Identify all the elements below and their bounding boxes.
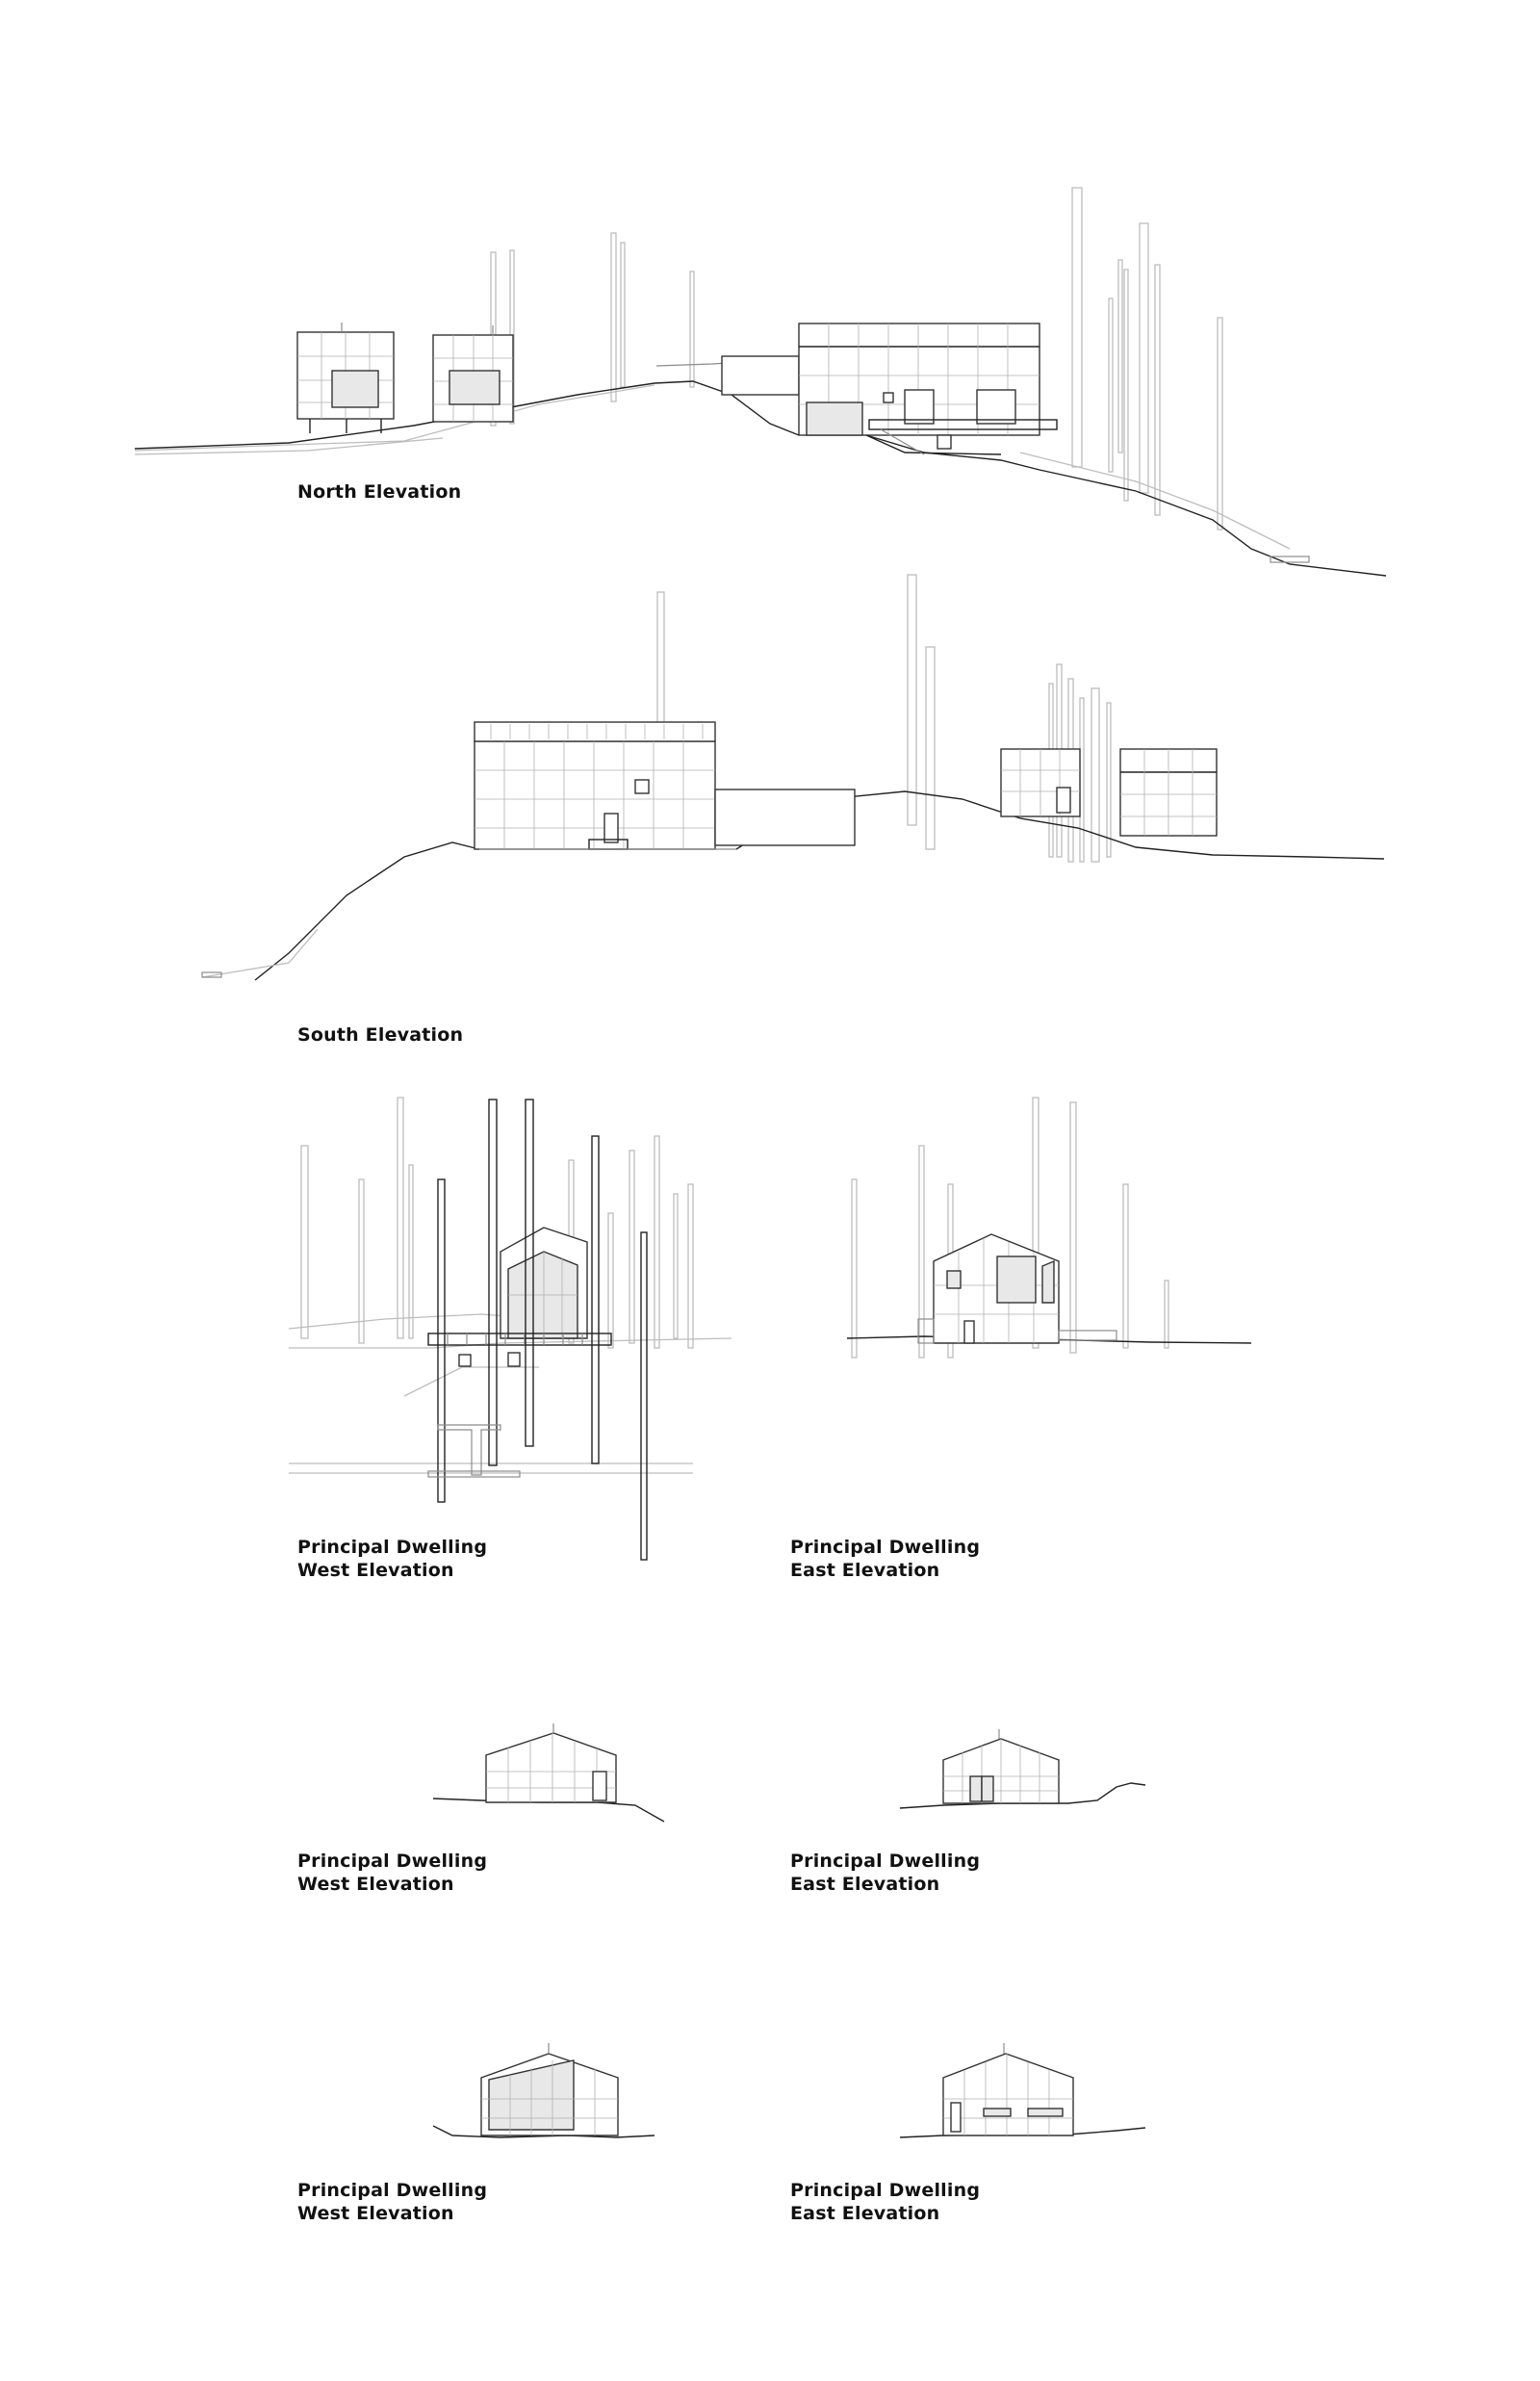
cabin-a-west-house: [485, 1723, 617, 1803]
cabin-b-east-svg: [899, 2043, 1146, 2138]
caption-line-1: Principal Dwelling: [790, 1537, 981, 1558]
caption-line-2: West Elevation: [297, 1560, 454, 1581]
caption-line-1: Principal Dwelling: [297, 2180, 488, 2201]
south-cabin-1: [1000, 748, 1081, 817]
cabin-b-west-elevation-drawing: [0, 2022, 732, 2176]
principal-west-elevation-drawing: [0, 1078, 732, 1561]
principal-east-elevation-drawing: [770, 1078, 1540, 1502]
caption-line-1: Principal Dwelling: [297, 1850, 488, 1872]
principal-west-house: [427, 1227, 612, 1367]
cabin-a-east-caption: Principal Dwelling East Elevation: [790, 1850, 980, 1896]
caption-line-2: West Elevation: [297, 2203, 454, 2224]
cabin-a-east-elevation-drawing: [770, 1695, 1540, 1849]
north-main-house: [655, 323, 1058, 455]
caption-line: South Elevation: [297, 1024, 464, 1046]
cabin-a-west-svg: [432, 1723, 665, 1823]
caption-line-1: Principal Dwelling: [297, 1537, 488, 1558]
cabin-b-west-house: [480, 2043, 619, 2136]
cabin-a-west-caption: Principal Dwelling West Elevation: [297, 1850, 487, 1896]
caption-line-2: East Elevation: [790, 1874, 940, 1895]
principal-west-caption: Principal Dwelling West Elevation: [297, 1536, 487, 1582]
caption-line-1: Principal Dwelling: [790, 1850, 981, 1872]
cabin-b-east-elevation-drawing: [770, 2022, 1540, 2176]
caption-line-1: Principal Dwelling: [790, 2180, 981, 2201]
south-elevation-caption: South Elevation: [297, 1023, 463, 1047]
cabin-b-east-caption: Principal Dwelling East Elevation: [790, 2179, 980, 2225]
background-trees: [300, 1097, 694, 1349]
cabin-b-west-caption: Principal Dwelling West Elevation: [297, 2179, 487, 2225]
principal-east-svg: [846, 1097, 1252, 1359]
caption-line: North Elevation: [297, 481, 462, 503]
north-elevation-svg: [134, 187, 1387, 577]
principal-west-svg: [288, 1097, 732, 1561]
north-elevation-drawing: [0, 0, 1540, 577]
principal-east-caption: Principal Dwelling East Elevation: [790, 1536, 980, 1582]
caption-line-2: East Elevation: [790, 1560, 940, 1581]
north-cabin-2: [432, 325, 514, 423]
principal-east-house: [917, 1233, 1117, 1344]
cabin-a-west-elevation-drawing: [0, 1695, 732, 1849]
foreground-trees: [437, 1099, 648, 1561]
cabin-b-east-house: [942, 2043, 1074, 2136]
caption-line-2: East Elevation: [790, 2203, 940, 2224]
south-main-house: [474, 721, 856, 850]
caption-line-2: West Elevation: [297, 1874, 454, 1895]
south-elevation-svg: [201, 574, 1385, 981]
north-cabin-1: [296, 323, 395, 433]
cabin-a-east-house: [942, 1729, 1060, 1804]
cabin-b-west-svg: [432, 2043, 655, 2138]
north-elevation-caption: North Elevation: [297, 480, 461, 504]
background-trees: [490, 187, 1223, 531]
cabin-a-east-svg: [899, 1729, 1146, 1809]
south-elevation-drawing: [0, 539, 1540, 1021]
south-cabin-2: [1119, 748, 1218, 837]
